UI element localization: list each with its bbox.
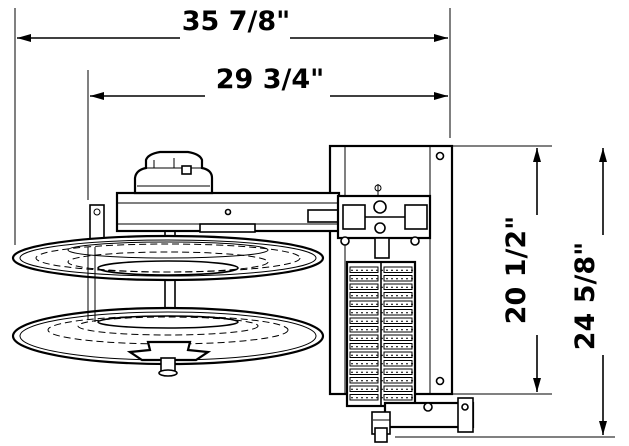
- spring-coil-left: [349, 283, 379, 290]
- reel-foot: [87, 247, 212, 377]
- spring-stack: [345, 260, 417, 408]
- guide-nut-right: [410, 236, 420, 246]
- spring-coil-left: [349, 275, 379, 282]
- upper-disc-hidden-2: [67, 251, 269, 273]
- frame-height-label: 20 1/2": [501, 216, 532, 324]
- left-bracket-hole: [93, 208, 101, 216]
- spring-coil-left: [349, 343, 379, 350]
- upper-disc-top-ring: [67, 241, 269, 259]
- upper-disc-rim: [19, 239, 317, 277]
- foot-plate: [126, 340, 212, 362]
- dimension-reel-span: 29 3/4": [87, 64, 448, 200]
- upper-disc-hub-ring: [97, 260, 239, 276]
- spring-coil-left: [349, 377, 379, 384]
- lower-disc-hidden-2: [77, 316, 259, 336]
- dimension-overall-width: 35 7/8": [14, 6, 451, 245]
- guide-box-left: [342, 204, 366, 230]
- spring-coil-left: [349, 309, 379, 316]
- mount-hole-top: [435, 151, 445, 161]
- outlet-assembly: [371, 397, 475, 443]
- dimension-frame-height: 20 1/2": [452, 145, 552, 395]
- spring-coil-left: [349, 360, 379, 367]
- guide-neck: [374, 237, 390, 259]
- spring-coil-left: [349, 334, 379, 341]
- hub-housing: [133, 150, 214, 195]
- guide-pin-head: [374, 184, 382, 192]
- spring-coil-left: [349, 385, 379, 392]
- guide-box: [404, 204, 428, 230]
- hose-guide-assembly: [336, 184, 432, 259]
- lower-reel-disc: [11, 306, 325, 366]
- arm-clamp: [199, 223, 256, 233]
- spring-coil-left: [349, 394, 379, 401]
- spring-coil-left: [349, 368, 379, 375]
- hub-cap-stud: [181, 165, 192, 175]
- outlet-bolt: [461, 403, 469, 411]
- guide-nut-left: [340, 236, 350, 246]
- spring-coil-left: [349, 292, 379, 299]
- outlet-nut: [423, 402, 433, 412]
- spring-coil-left: [349, 317, 379, 324]
- support-arm: [89, 191, 345, 248]
- upper-reel-disc: [11, 234, 325, 282]
- spring-coil-left: [349, 351, 379, 358]
- spring-coil-left: [349, 326, 379, 333]
- guide-roller-top: [373, 200, 387, 214]
- dimension-overall-height: 24 5/8": [395, 148, 615, 438]
- lower-disc-hub-ring: [97, 315, 239, 329]
- outlet-end-plate: [457, 397, 474, 433]
- guide-roller-bottom: [374, 222, 386, 234]
- foot-cap: [158, 369, 178, 377]
- arm-bolt: [224, 208, 232, 216]
- overall-width-label: 35 7/8": [182, 6, 290, 37]
- outlet-fitting: [374, 427, 388, 443]
- overall-height-label: 24 5/8": [570, 242, 601, 350]
- reel-span-label: 29 3/4": [216, 64, 324, 95]
- spring-coil-left: [349, 266, 379, 273]
- mount-hole-bottom: [435, 376, 445, 386]
- spring-coil-left: [349, 300, 379, 307]
